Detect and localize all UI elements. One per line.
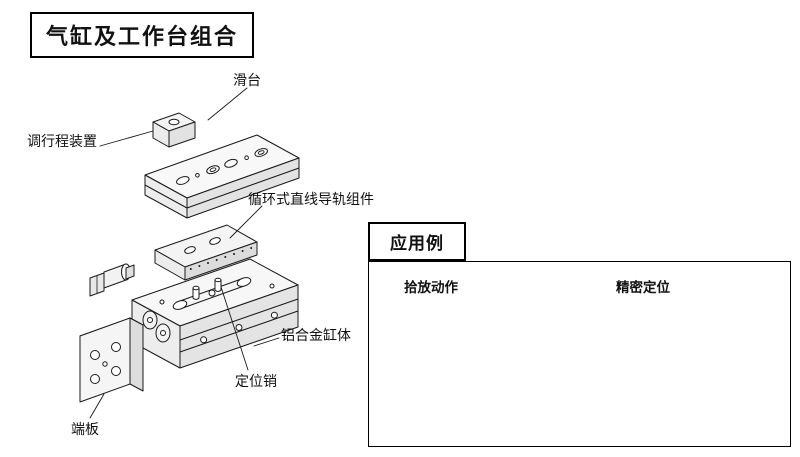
application-title: 应用例 — [390, 234, 444, 254]
page-title: 气缸及工作台组合 — [46, 25, 239, 50]
label-locating-pin: 定位销 — [235, 374, 277, 390]
cylinder-body-drawing — [131, 258, 299, 369]
label-linear-guide: 循环式直线导轨组件 — [248, 192, 374, 208]
label-cylinder-body: 铝合金缸体 — [281, 328, 351, 344]
label-end-plate: 端板 — [71, 422, 99, 438]
label-slide-table: 滑台 — [233, 73, 261, 89]
stroke-adjuster-screw-drawing — [89, 263, 135, 297]
page-title-box: 气缸及工作台组合 — [30, 12, 255, 58]
end-plate-drawing — [79, 317, 144, 403]
stroke-adjuster-block-drawing — [152, 112, 196, 148]
linear-guide-drawing — [154, 224, 258, 281]
label-pick-place: 拾放动作 — [404, 280, 458, 296]
label-stroke-adjuster: 调行程装置 — [27, 134, 97, 150]
application-examples-box — [368, 261, 791, 447]
locating-pin-drawing — [192, 277, 222, 300]
label-precision-positioning: 精密定位 — [616, 280, 670, 296]
leader-lines — [89, 87, 280, 419]
application-title-box: 应用例 — [368, 222, 466, 261]
